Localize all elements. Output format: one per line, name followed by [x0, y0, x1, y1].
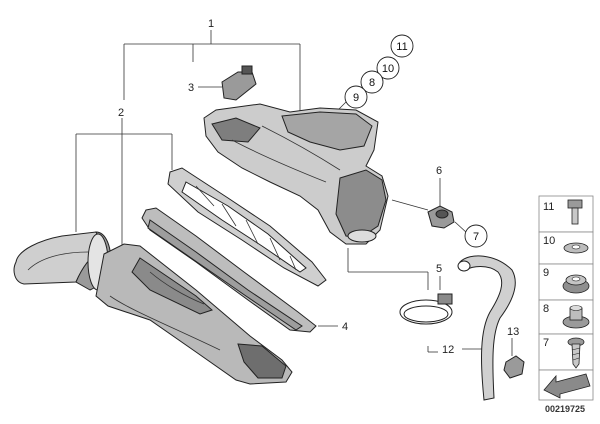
callout-10: 10 [382, 63, 394, 75]
callout-11: 11 [396, 41, 407, 53]
air-duct-part [13, 231, 111, 291]
plain-callouts: 1 3 2 4 6 5 12 13 [118, 18, 519, 356]
screw-icon [567, 337, 585, 369]
grommet-part [427, 205, 455, 229]
callout-12: 12 [442, 344, 454, 356]
callout-9: 9 [353, 92, 359, 104]
hose-part [457, 255, 516, 401]
callout-13: 13 [507, 326, 519, 338]
filter-element-part [141, 207, 317, 333]
filter-frame-part [167, 167, 327, 287]
hose-clamp-part [399, 293, 453, 325]
callout-8: 8 [369, 77, 375, 89]
drawing-code: 00219725 [545, 404, 585, 414]
small-clip-part [503, 355, 525, 379]
legend-label-10: 10 [543, 235, 555, 247]
callout-4: 4 [342, 321, 348, 333]
callout-2: 2 [118, 107, 124, 119]
callout-6: 6 [436, 165, 442, 177]
parts-legend-panel: 11 10 9 8 7 [538, 195, 594, 401]
legend-label-9: 9 [543, 267, 549, 279]
callout-5: 5 [436, 263, 442, 275]
callout-3: 3 [188, 82, 194, 94]
arrow-icon [543, 373, 591, 399]
washer-icon [563, 242, 589, 254]
callout-1: 1 [208, 18, 214, 30]
grommet-icon [562, 305, 590, 329]
callout-7: 7 [473, 231, 479, 243]
legend-label-11: 11 [543, 201, 554, 213]
legend-label-8: 8 [543, 303, 549, 315]
circled-callouts: 11 10 8 9 7 [344, 34, 488, 248]
clip-part [221, 65, 257, 101]
rubber-bush-icon [562, 274, 590, 294]
bolt-icon [567, 199, 583, 225]
intake-housing-part [203, 103, 389, 245]
housing-lower-part [95, 243, 293, 385]
legend-label-7: 7 [543, 337, 549, 349]
